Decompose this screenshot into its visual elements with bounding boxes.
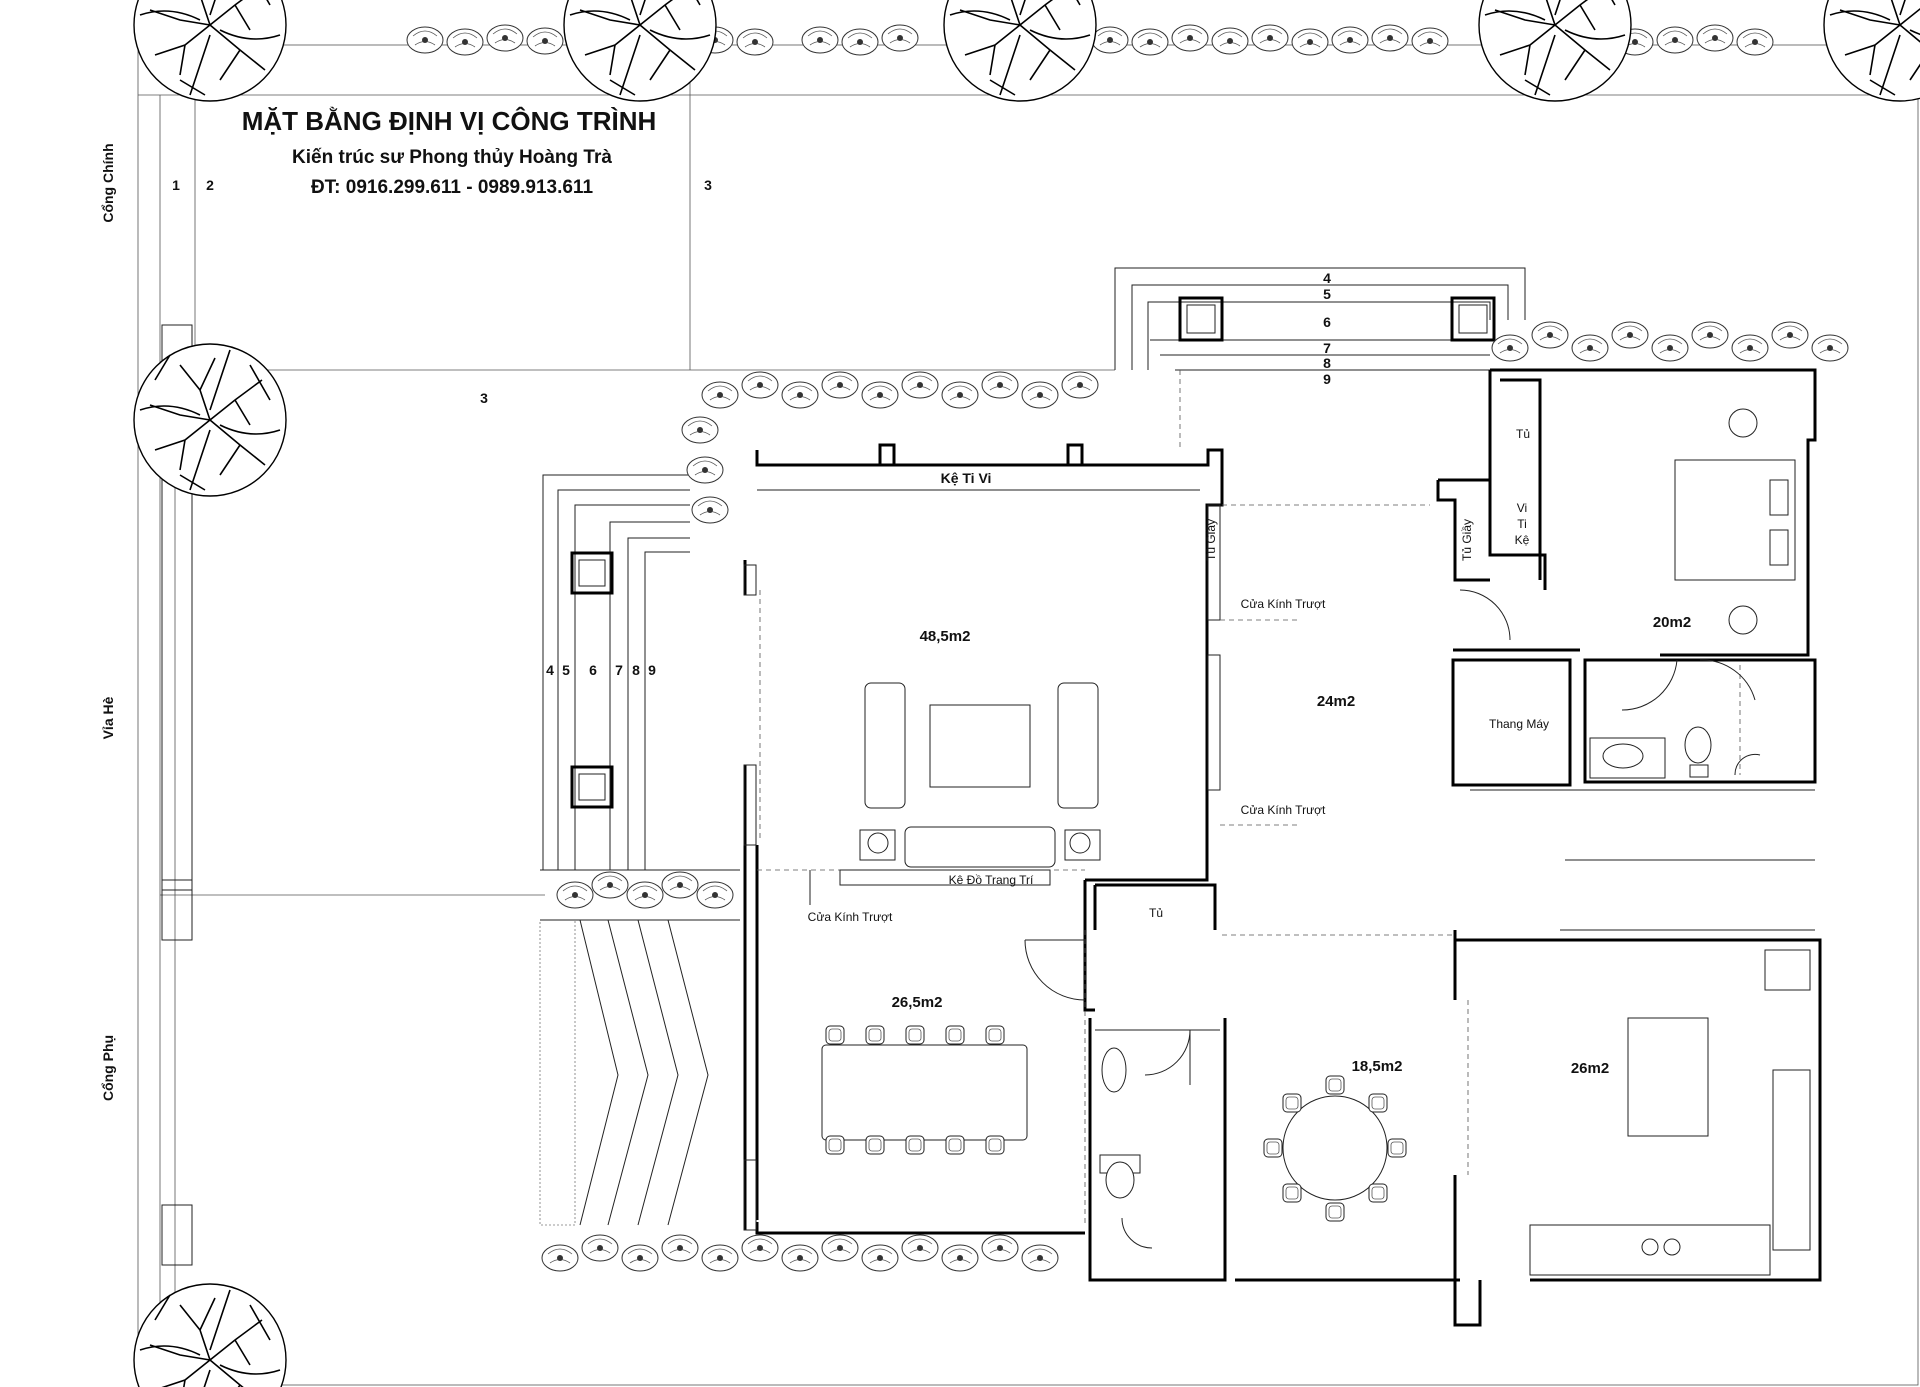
tree-icon [133,0,1920,1387]
toilet-icon [1099,726,1712,1199]
sofa-icon [839,682,1101,886]
area-dining: 18,5m2 [1352,1058,1403,1075]
step-label-4: 4 [1323,270,1331,286]
decor-shelf-label: Kệ Đồ Trang Trí [949,873,1034,887]
marker-3-mid: 3 [480,390,488,406]
step-label-7: 7 [1323,340,1331,356]
area-living: 48,5m2 [920,628,971,645]
tv-shelf-label: Kệ Ti Vi [941,470,992,486]
step-label-5: 5 [1323,286,1331,302]
area-bedroom: 20m2 [1653,614,1691,631]
left-step-7: 7 [615,662,623,678]
sidewalk-label: Vỉa Hè [100,696,116,739]
bed-icon [1674,408,1796,635]
left-entrance-steps: 4 5 6 7 8 9 [542,474,690,870]
marker-2: 2 [206,177,214,193]
area-dining-formal: 26,5m2 [892,994,943,1011]
architect-name: Kiến trúc sư Phong thủy Hoàng Trà [292,147,612,168]
left-step-5: 5 [562,662,570,678]
left-step-8: 8 [632,662,640,678]
wardrobe-label: Tủ [1149,906,1163,920]
elevator-label: Thang Máy [1489,717,1549,731]
staircase [1470,789,1815,931]
main-gate-label: Cổng Chính [100,143,116,222]
step-label-6: 6 [1323,314,1331,330]
page-title: MẶT BẰNG ĐỊNH VỊ CÔNG TRÌNH [242,106,657,136]
tv-cabinet-label-2: Ti [1517,517,1527,531]
shoe-cabinet-label: Tủ Giầy [1204,519,1218,561]
stove-icon [867,832,1681,1256]
top-entrance-steps: 4 5 6 7 8 9 [1114,267,1526,387]
marker-3-top: 3 [704,177,712,193]
dining-table [821,1025,1028,1155]
marker-1: 1 [172,177,180,193]
step-label-9: 9 [1323,371,1331,387]
left-step-6: 6 [589,662,597,678]
exterior-walls [743,368,1822,1327]
round-table [1263,1075,1407,1222]
step-label-8: 8 [1323,355,1331,371]
area-hall: 24m2 [1317,693,1355,710]
tv-cabinet-label-1: Vi [1517,501,1527,515]
left-step-4: 4 [546,662,554,678]
sliding-door-label-2: Cửa Kính Trượt [1241,803,1326,817]
door-swings [1024,589,1761,1249]
sliding-door-label-3: Cửa Kính Trượt [808,910,893,924]
wardrobe-label-2: Tủ [1516,427,1530,441]
shoe-cabinet-label-2: Tủ Giầy [1460,519,1474,561]
area-kitchen: 26m2 [1571,1060,1609,1077]
left-step-9: 9 [648,662,656,678]
sliding-door-label: Cửa Kính Trượt [1241,597,1326,611]
tv-cabinet-label-3: Kệ [1515,533,1530,547]
side-gate-label: Cổng Phụ [100,1035,116,1101]
driveway-ramp [539,869,740,1226]
phone-number: ĐT: 0916.299.611 - 0989.913.611 [311,177,594,198]
